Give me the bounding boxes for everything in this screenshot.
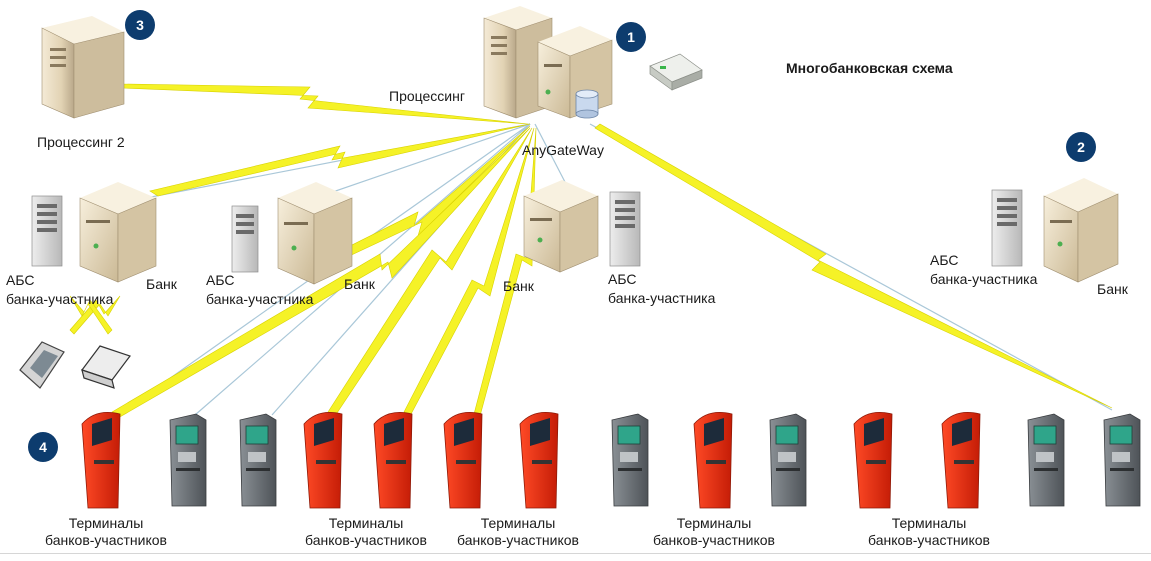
participant-banks-text: банков-участников [868, 532, 990, 548]
payment-kiosk-icon [303, 411, 343, 509]
badge-2: 2 [1066, 132, 1096, 162]
abs-server-icon [31, 195, 63, 267]
terminals-text: Терминалы [676, 515, 752, 531]
participant-banks-text: банков-участников [305, 532, 427, 548]
label-abs-2: АБС [206, 272, 235, 288]
abs-server-icon [231, 205, 259, 273]
atm-icon [169, 413, 207, 507]
label-terminals-4: Терминалы банков-участников [644, 515, 784, 549]
label-terminals-1: Терминалы банков-участников [36, 515, 176, 549]
lightning-link [473, 127, 537, 417]
label-bank-1: Банк [146, 276, 177, 292]
label-abs-3: АБС [608, 271, 637, 287]
terminals-row [81, 411, 1141, 509]
label-gateway: AnyGateWay [522, 142, 604, 158]
label-terminals-3: Терминалы банков-участников [448, 515, 588, 549]
participant-banks-text: банков-участников [653, 532, 775, 548]
terminals-text: Терминалы [68, 515, 144, 531]
label-participant-bank-4: банка-участника [930, 271, 1038, 287]
atm-icon [611, 413, 649, 507]
badge-3: 3 [125, 10, 155, 40]
diagram-title: Многобанковская схема [786, 60, 953, 76]
terminals-text: Терминалы [328, 515, 404, 531]
terminals-text: Терминалы [891, 515, 967, 531]
server-cube-icon [1043, 178, 1119, 283]
label-processing: Процессинг [389, 88, 465, 104]
payment-kiosk-icon [443, 411, 483, 509]
label-bank-2: Банк [344, 276, 375, 292]
atm-icon [769, 413, 807, 507]
label-participant-bank-2: банка-участника [206, 291, 314, 307]
lightning-link [111, 127, 531, 419]
lightning-link [149, 123, 531, 197]
bottom-divider [0, 553, 1151, 554]
lightning-link [403, 127, 535, 417]
database-icon [575, 89, 599, 119]
badge-1: 1 [616, 22, 646, 52]
label-abs-1: АБС [6, 272, 35, 288]
router-icon [649, 53, 703, 91]
laptop-icon [81, 345, 131, 389]
server-tower-icon [41, 16, 125, 119]
lightning-link [69, 295, 121, 335]
label-bank-4: Банк [1097, 281, 1128, 297]
label-participant-bank-3: банка-участника [608, 290, 716, 306]
payment-kiosk-icon [853, 411, 893, 509]
abs-server-icon [609, 191, 641, 267]
lightning-link [69, 295, 113, 335]
participant-banks-text: банков-участников [457, 532, 579, 548]
server-cube-icon [537, 26, 613, 119]
server-cube-icon [523, 180, 599, 273]
atm-icon [1027, 413, 1065, 507]
label-terminals-2: Терминалы банков-участников [296, 515, 436, 549]
badge-4: 4 [28, 432, 58, 462]
payment-kiosk-icon [81, 411, 121, 509]
atm-icon [239, 413, 277, 507]
lightning-link [327, 127, 533, 417]
link-gateway-bank3 [534, 123, 566, 183]
server-cube-icon [277, 182, 353, 285]
lightning-link [594, 123, 1113, 409]
terminals-text: Терминалы [480, 515, 556, 531]
payment-kiosk-icon [941, 411, 981, 509]
server-cube-icon [79, 182, 157, 283]
lightning-link [119, 83, 529, 125]
participant-banks-text: банков-участников [45, 532, 167, 548]
payment-kiosk-icon [373, 411, 413, 509]
abs-server-icon [991, 189, 1023, 267]
payment-kiosk-icon [519, 411, 559, 509]
payment-kiosk-icon [693, 411, 733, 509]
mobile-phone-icon [19, 341, 65, 389]
label-processing-2: Процессинг 2 [37, 134, 125, 150]
label-terminals-5: Терминалы банков-участников [859, 515, 999, 549]
label-participant-bank-1: банка-участника [6, 291, 114, 307]
atm-icon [1103, 413, 1141, 507]
label-abs-4: АБС [930, 252, 959, 268]
label-bank-3: Банк [503, 278, 534, 294]
